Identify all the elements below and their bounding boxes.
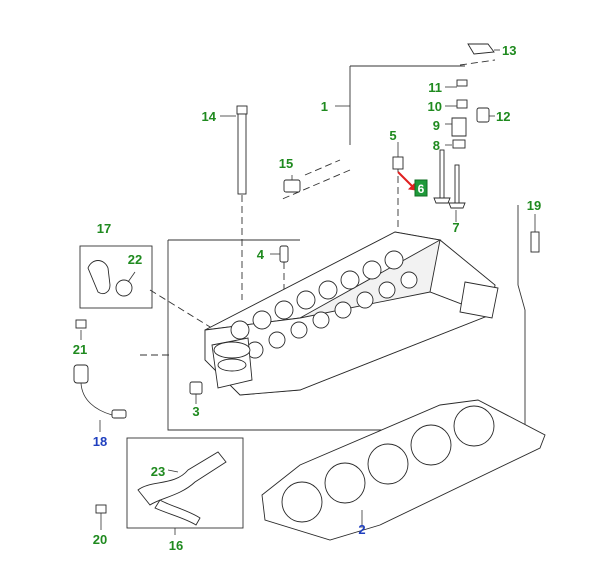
- plug-3: [189, 381, 203, 404]
- callout-22: 22: [128, 252, 142, 267]
- callout-4: 4: [257, 247, 265, 262]
- callout-14: 14: [202, 109, 217, 124]
- head-bolt-14: [220, 105, 248, 195]
- sub-assembly-frame-16: [126, 437, 244, 529]
- plug-5: [392, 142, 404, 170]
- callout-20: 20: [93, 532, 107, 547]
- callout-5: 5: [389, 128, 396, 143]
- callout-10: 10: [428, 99, 442, 114]
- callout-7: 7: [452, 220, 459, 235]
- callout-16: 16: [169, 538, 183, 553]
- pipe-assembly-16: [137, 451, 227, 526]
- sub-assembly-frame-17: [79, 245, 153, 309]
- head-gasket: [261, 399, 546, 541]
- bolt-21: [75, 319, 87, 340]
- callout-1: 1: [321, 99, 328, 114]
- callout-21: 21: [73, 342, 87, 357]
- callout-8: 8: [433, 138, 440, 153]
- valve-train-group: [433, 43, 500, 222]
- callout-9: 9: [433, 118, 440, 133]
- pipe-assembly-17: [87, 260, 136, 297]
- red-arrow-icon: [397, 171, 417, 191]
- callout-13: 13: [502, 43, 516, 58]
- sensor-harness-18: [73, 364, 127, 432]
- camshaft-row: [230, 250, 418, 359]
- callout-11: 11: [428, 80, 442, 95]
- cylinder-head: [204, 231, 499, 396]
- stud-19: [530, 214, 540, 253]
- highlight-box-6: 6: [414, 179, 428, 197]
- callout-23: 23: [151, 464, 165, 479]
- callout-12: 12: [496, 109, 510, 124]
- callout-3: 3: [192, 404, 199, 419]
- callout-15: 15: [279, 156, 293, 171]
- dowel-pin-4: [270, 245, 289, 263]
- callout-2: 2: [358, 522, 365, 537]
- highlight-label: 6: [418, 182, 425, 196]
- sensor-15: [283, 175, 301, 193]
- callout-19: 19: [527, 198, 541, 213]
- callout-17: 17: [97, 221, 111, 236]
- bolt-20: [95, 504, 107, 530]
- callouts: 1 2 3 4 5 7 8 9 10 11 12 13 14 15 16 17 …: [73, 43, 541, 553]
- callout-18: 18: [93, 434, 107, 449]
